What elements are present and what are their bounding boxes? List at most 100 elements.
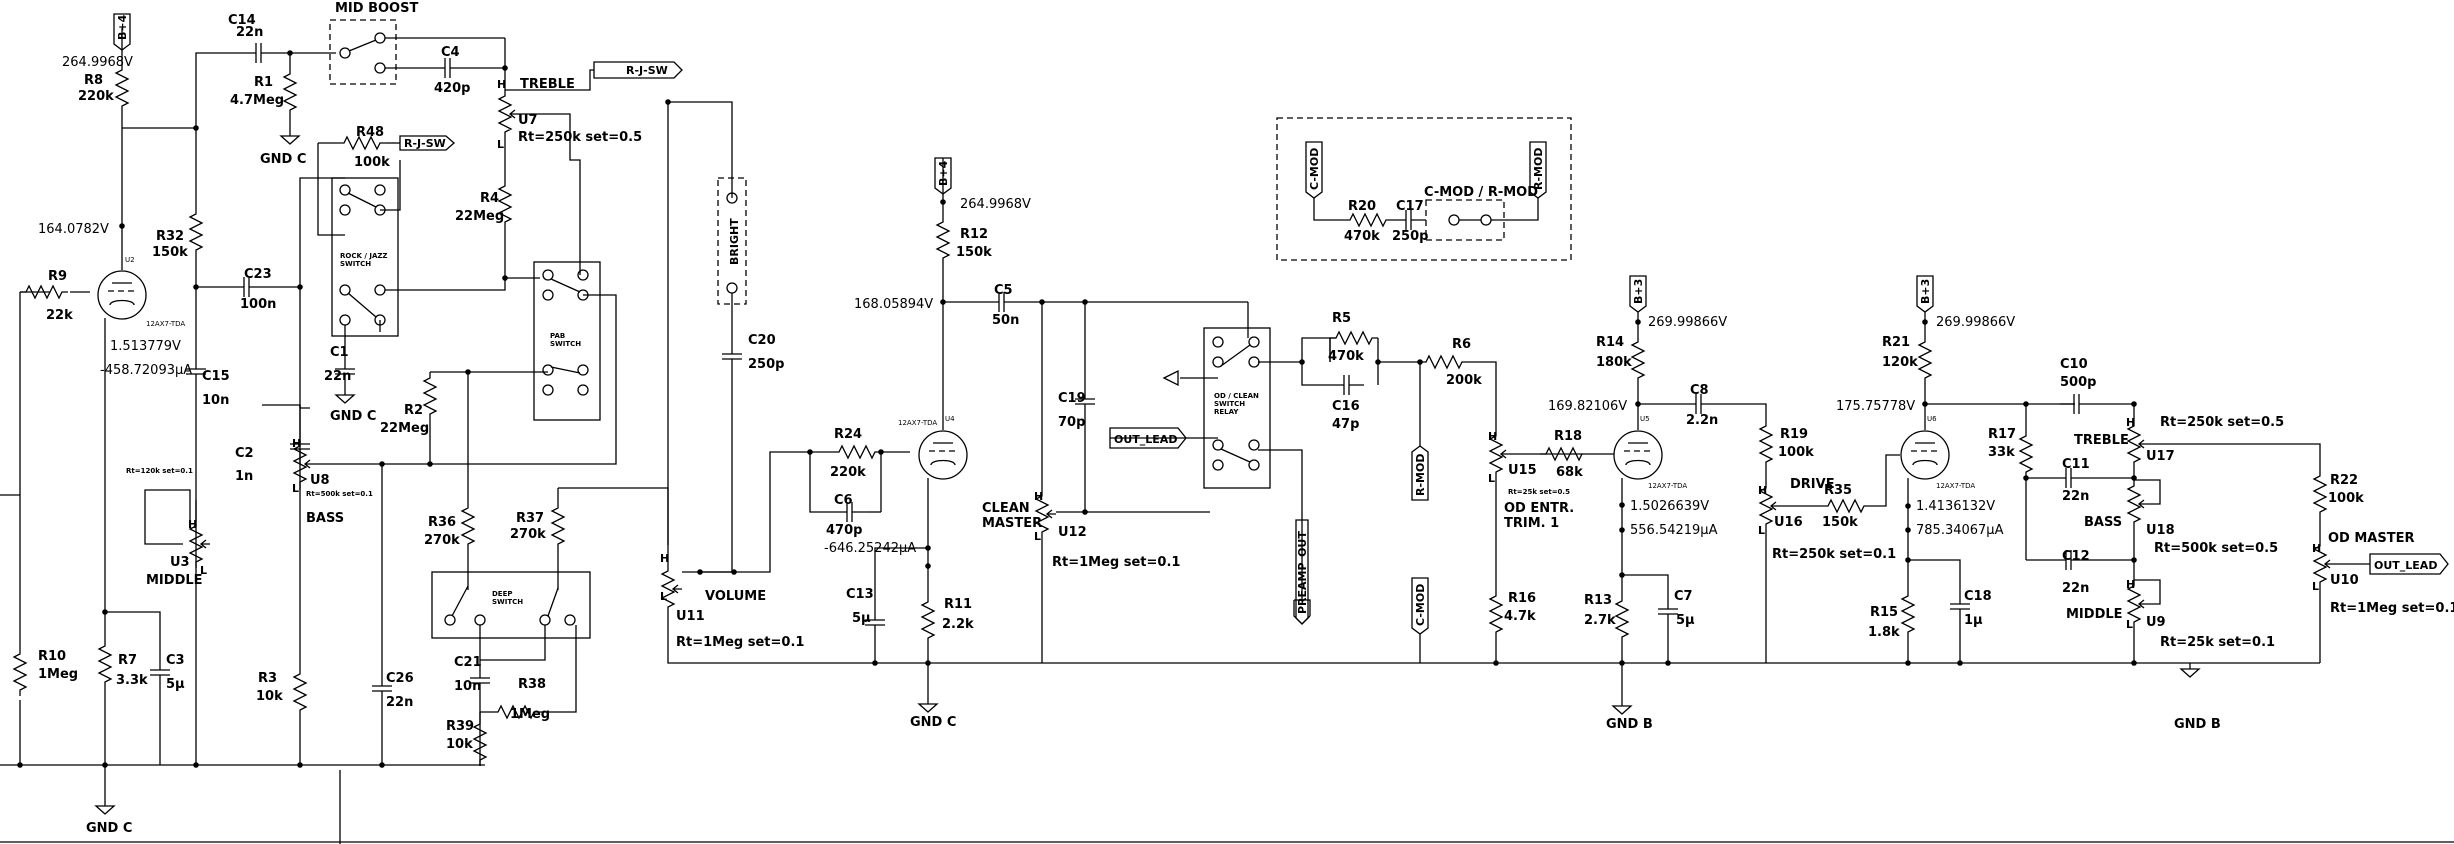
ref-label: C11	[2062, 457, 2090, 472]
resistor-r1	[283, 67, 297, 117]
value-label: 100k	[2328, 491, 2364, 506]
value-label: 470p	[826, 523, 862, 538]
pot-ref: U7	[518, 113, 538, 128]
capacitor-c10	[2059, 393, 2095, 415]
svg-text:L: L	[1758, 524, 1765, 537]
ground-label: GND C	[910, 715, 956, 730]
ref-label: C3	[166, 653, 185, 668]
ground-label: GND B	[2174, 717, 2221, 732]
value-label: 22n	[2062, 581, 2089, 596]
tube-part: 12AX7-TDA	[1648, 482, 1687, 490]
ref-label: R16	[1508, 591, 1536, 606]
value-label: 150k	[152, 245, 188, 260]
pot-name: MIDDLE	[2066, 607, 2123, 622]
value-label: 270k	[424, 533, 460, 548]
ref-label: R21	[1882, 335, 1910, 350]
stage3: 269.99866V R14 180k 169.82106V C8 2.2n U…	[1548, 315, 1767, 732]
pot-u11-volume[interactable]	[661, 564, 683, 614]
node-voltage: 264.9968V	[62, 55, 133, 70]
svg-text:H: H	[2126, 416, 2135, 429]
svg-text:L: L	[660, 590, 667, 603]
bright-switch-group: BRIGHT C20 250p	[665, 99, 784, 573]
c-mod-r-mod-module: C-MOD R-MOD R20 470k C17 250p C-MOD / R-…	[1276, 117, 1572, 261]
svg-text:L: L	[2312, 580, 2319, 593]
net-tag-out-lead-2: OUT_LEAD	[2369, 553, 2449, 575]
value-label: 1.8k	[1868, 625, 1900, 640]
ref-label: C5	[994, 283, 1013, 298]
ground-label: GND C	[330, 409, 376, 424]
pot-name: VOLUME	[705, 589, 766, 604]
ref-label: C6	[834, 493, 853, 508]
pot-u7-treble[interactable]	[498, 89, 520, 139]
resistor-r13	[1615, 594, 1629, 644]
node-voltage: 175.75778V	[1836, 399, 1915, 414]
ref-label: R2	[404, 403, 423, 418]
ground-bus	[0, 494, 2454, 844]
value-label: 2.2k	[942, 617, 974, 632]
ref-label: R7	[118, 653, 137, 668]
svg-text:OUT_LEAD: OUT_LEAD	[2374, 559, 2437, 572]
node-voltage: 1.513779V	[110, 339, 181, 354]
ref-label: R4	[480, 191, 499, 206]
pot-param: Rt=1Meg set=0.1	[1052, 555, 1180, 570]
tube-ref: U2	[125, 256, 135, 264]
svg-text:C-MOD: C-MOD	[1414, 584, 1427, 626]
bright-switch[interactable]	[717, 177, 747, 305]
ref-label: R11	[944, 597, 972, 612]
pot-name: TREBLE	[2074, 433, 2129, 448]
value-label: 500p	[2060, 375, 2096, 390]
ref-label: C4	[441, 45, 460, 60]
ref-label: C2	[235, 446, 254, 461]
pot-name: DRIVE	[1790, 477, 1835, 492]
node-voltage: 269.99866V	[1936, 315, 2015, 330]
value-label: 22n	[386, 695, 413, 710]
value-label: 47p	[1332, 417, 1359, 432]
value-label: 200k	[1446, 373, 1482, 388]
rock-jazz-switch[interactable]	[331, 177, 399, 337]
resistor-r24	[832, 445, 882, 459]
stage3-input: R5 470k C16 47p R6 200k U15 Rt=25k set=0…	[1328, 311, 1589, 666]
value-label: 270k	[510, 527, 546, 542]
ref-label: C8	[1690, 383, 1709, 398]
ref-label: C10	[2060, 357, 2088, 372]
ref-label: C12	[2062, 549, 2090, 564]
net-tag-r-mod-1: R-MOD	[1411, 445, 1429, 501]
pot-ref: U11	[676, 609, 705, 624]
net-tag-preamp-out: PREAMP_OUT	[1293, 519, 1311, 625]
rail-tag-b4-2: B+4	[934, 157, 952, 195]
pab-switch[interactable]	[533, 261, 601, 421]
net-tag-c-mod-2: C-MOD	[1308, 148, 1321, 190]
value-label: 22Meg	[380, 421, 429, 436]
pot-u18-bass[interactable]	[2127, 479, 2149, 529]
od-clean-relay[interactable]	[1203, 327, 1271, 489]
ref-label: R35	[1824, 483, 1852, 498]
net-tag-rjsw-2: R-J-SW	[505, 61, 683, 91]
ref-label: R36	[428, 515, 456, 530]
pot-name: OD MASTER	[2328, 531, 2415, 546]
value-label: 33k	[1988, 445, 2015, 460]
c-mod-r-mod-switch[interactable]	[1425, 199, 1505, 241]
resistor-r19	[1759, 419, 1773, 469]
deep-switch[interactable]	[431, 571, 591, 639]
net-tag-out-lead-1: OUT_LEAD	[1109, 427, 1187, 449]
ref-label: C20	[748, 333, 776, 348]
value-label: 4.7k	[1504, 609, 1536, 624]
value-label: 220k	[78, 89, 114, 104]
value-label: 100n	[240, 297, 276, 312]
ref-label: R18	[1554, 429, 1582, 444]
ref-label: R5	[1332, 311, 1351, 326]
value-label: 5µ	[166, 677, 185, 692]
value-label: 22Meg	[455, 209, 504, 224]
resistor-r17	[2019, 429, 2033, 479]
resistor-r3	[293, 667, 307, 717]
value-label: 22n	[2062, 489, 2089, 504]
gnd-c-symbol-1	[95, 799, 115, 815]
mid-boost-switch[interactable]	[329, 19, 397, 85]
pot-ref: U10	[2330, 573, 2359, 588]
value-label: 180k	[1596, 355, 1632, 370]
pot-param: Rt=1Meg set=0.1	[2330, 601, 2454, 616]
value-label: 1µ	[1964, 613, 1983, 628]
resistor-r5	[1329, 331, 1379, 345]
